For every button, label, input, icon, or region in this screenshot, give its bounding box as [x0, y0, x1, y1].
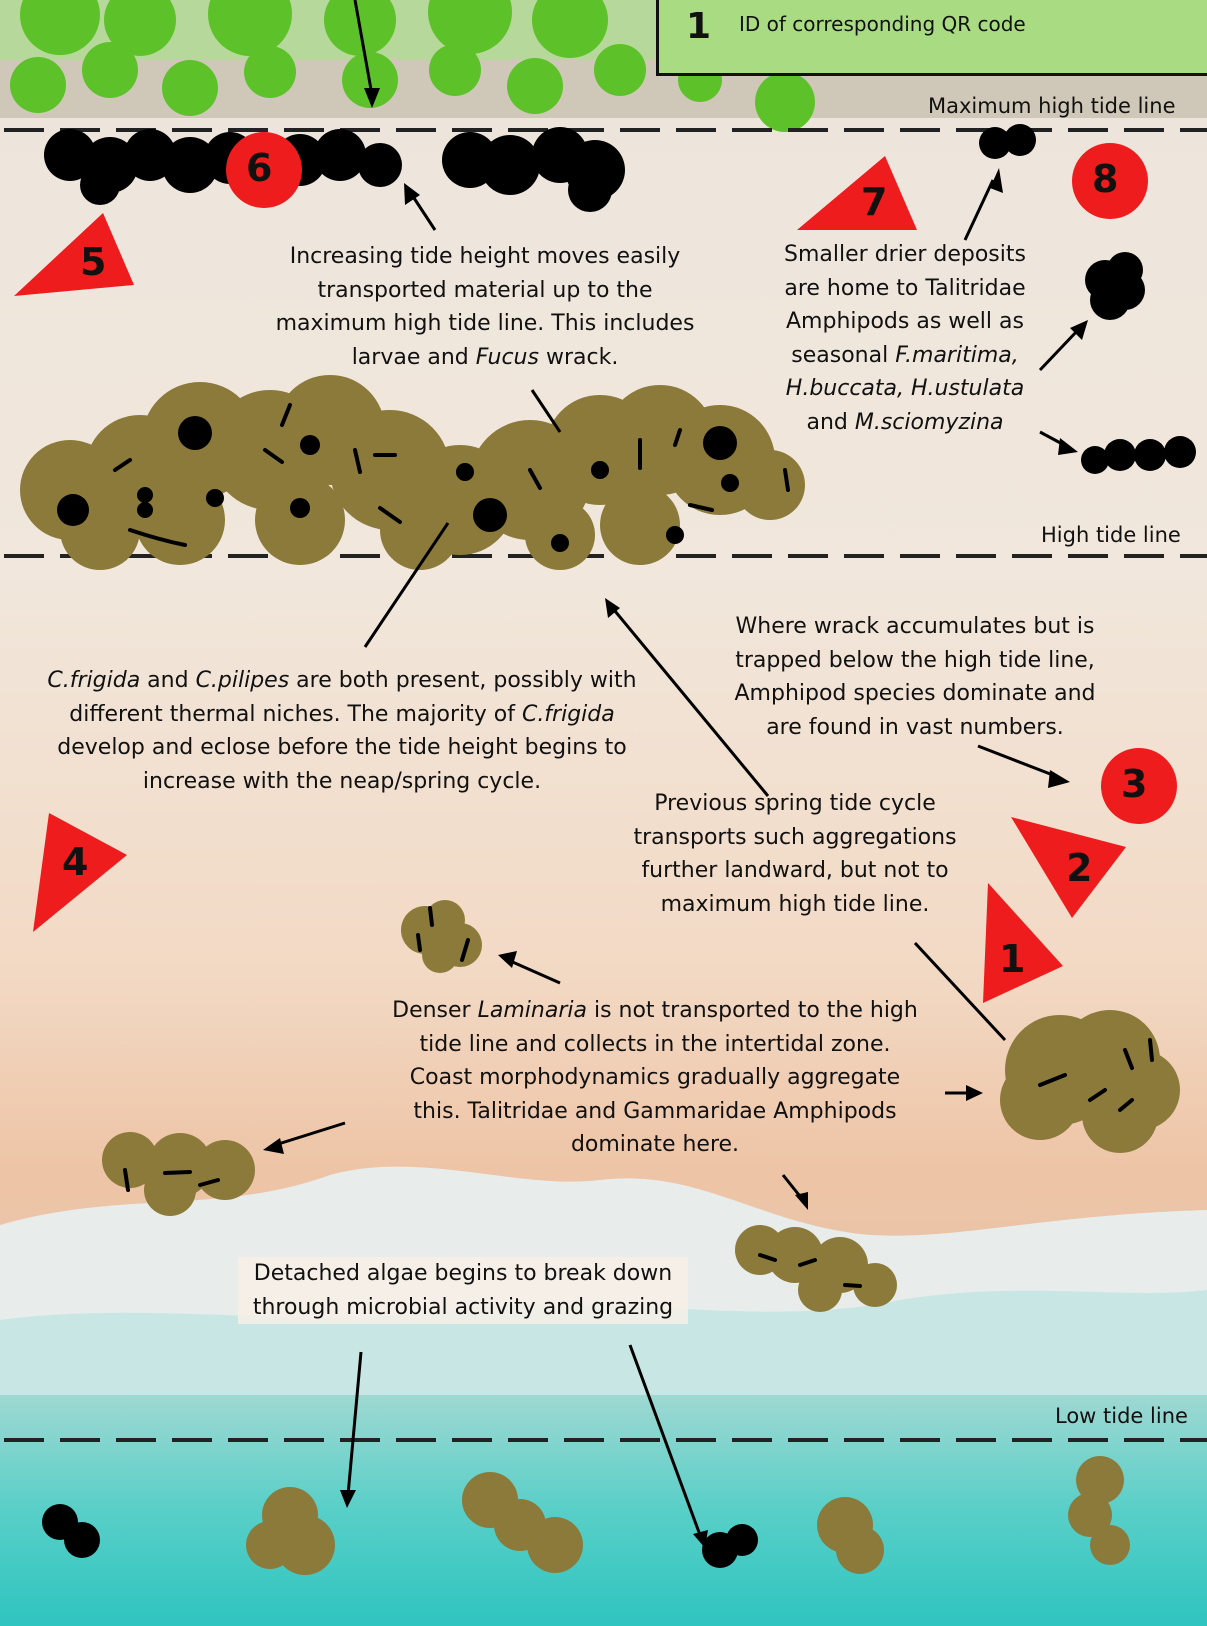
coelopa-line-2: different thermal niches. The majority o… — [12, 698, 672, 732]
amphipod-line-2: trapped below the high tide line, — [715, 644, 1115, 678]
sea — [0, 1395, 1207, 1626]
drier-line-6: and M.sciomyzina — [755, 406, 1055, 440]
marker-5-label: 5 — [80, 240, 106, 284]
spring-line-4: maximum high tide line. — [615, 888, 975, 922]
max-tide-label: Maximum high tide line — [928, 94, 1176, 118]
laminaria-line-1: Denser Laminaria is not transported to t… — [360, 994, 950, 1028]
laminaria-annotation: Denser Laminaria is not transported to t… — [360, 994, 950, 1162]
spring-line-3: further landward, but not to — [615, 854, 975, 888]
marker-8-label: 8 — [1092, 157, 1118, 201]
laminaria-line-5: dominate here. — [360, 1128, 950, 1162]
drier-line-2: are home to Talitridae — [755, 272, 1055, 306]
high-tide-label: High tide line — [1041, 523, 1181, 547]
marker-3-label: 3 — [1121, 762, 1147, 806]
detached-algae-annotation: Detached algae begins to break down thro… — [238, 1257, 688, 1324]
legend-number: 1 — [686, 6, 711, 47]
spring-tide-annotation: Previous spring tide cycle transports su… — [615, 787, 975, 921]
max-tide-line-3: maximum high tide line. This includes — [250, 307, 720, 341]
coelopa-line-1: C.frigida and C.pilipes are both present… — [12, 664, 672, 698]
spring-line-1: Previous spring tide cycle — [615, 787, 975, 821]
drier-deposits-annotation: Smaller drier deposits are home to Talit… — [755, 238, 1055, 439]
max-tide-line-1: Increasing tide height moves easily — [250, 240, 720, 274]
coelopa-line-3: develop and eclose before the tide heigh… — [12, 731, 672, 765]
drier-line-5: H.buccata, H.ustulata — [755, 372, 1055, 406]
max-tide-annotation: Increasing tide height moves easily tran… — [250, 240, 720, 374]
legend-box: 1 ID of corresponding QR code — [656, 0, 1207, 76]
marker-7-label: 7 — [861, 180, 887, 224]
marker-2-label: 2 — [1066, 846, 1092, 890]
laminaria-line-3: Coast morphodynamics gradually aggregate — [360, 1061, 950, 1095]
coelopa-line-4: increase with the neap/spring cycle. — [12, 765, 672, 799]
detached-line-1: Detached algae begins to break down — [238, 1257, 688, 1291]
marker-4-label: 4 — [62, 840, 88, 884]
drier-line-1: Smaller drier deposits — [755, 238, 1055, 272]
max-tide-line-4: larvae and Fucus wrack. — [250, 341, 720, 375]
laminaria-line-4: this. Talitridae and Gammaridae Amphipod… — [360, 1095, 950, 1129]
amphipod-annotation: Where wrack accumulates but is trapped b… — [715, 610, 1115, 744]
spring-line-2: transports such aggregations — [615, 821, 975, 855]
low-tide-label: Low tide line — [1055, 1404, 1188, 1428]
detached-line-2: through microbial activity and grazing — [238, 1291, 688, 1325]
coelopa-annotation: C.frigida and C.pilipes are both present… — [12, 664, 672, 798]
marker-1-label: 1 — [999, 937, 1025, 981]
amphipod-line-4: are found in vast numbers. — [715, 711, 1115, 745]
drier-line-3: Amphipods as well as — [755, 305, 1055, 339]
amphipod-line-3: Amphipod species dominate and — [715, 677, 1115, 711]
max-tide-line-2: transported material up to the — [250, 274, 720, 308]
legend-text: ID of corresponding QR code — [739, 12, 1026, 36]
drier-line-4: seasonal F.maritima, — [755, 339, 1055, 373]
laminaria-line-2: tide line and collects in the intertidal… — [360, 1028, 950, 1062]
amphipod-line-1: Where wrack accumulates but is — [715, 610, 1115, 644]
marker-6-label: 6 — [246, 146, 272, 190]
